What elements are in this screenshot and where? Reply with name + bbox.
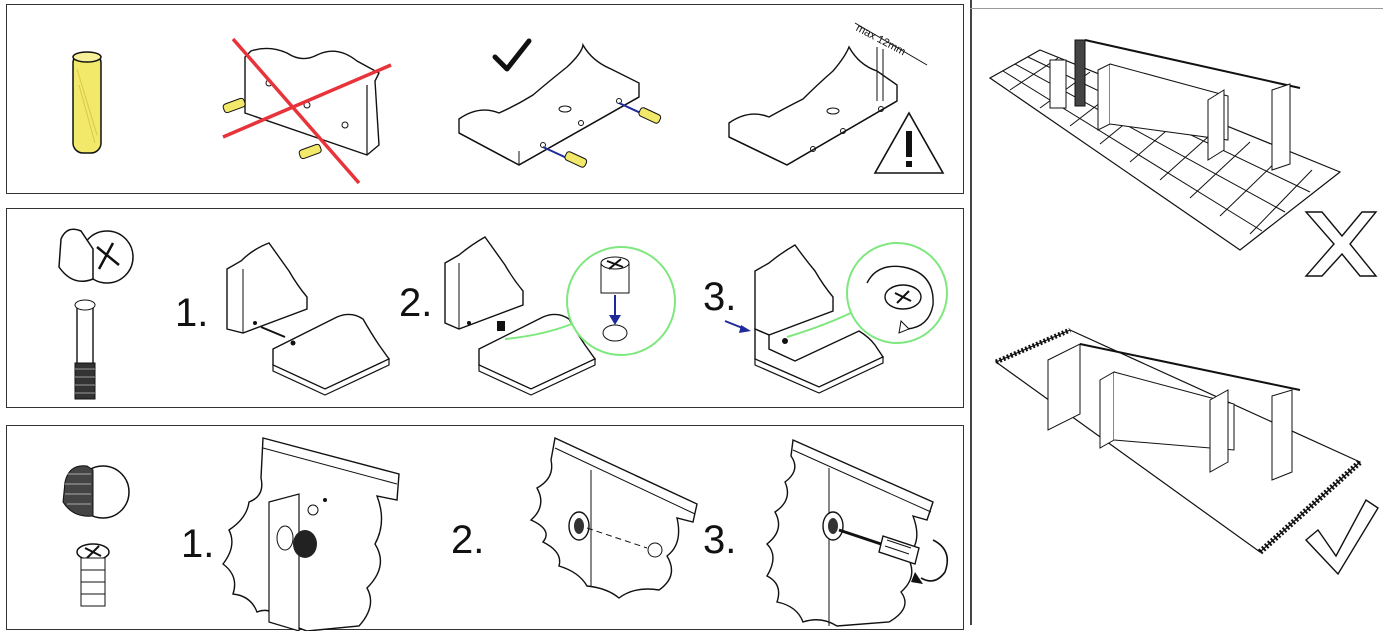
- grid-floor-surface: [988, 49, 1342, 251]
- step-2-assembly: [529, 436, 698, 599]
- step-2-zoom-detail: [566, 246, 676, 356]
- soft-blanket-surface: [994, 327, 1363, 555]
- step-1-boards: [226, 242, 391, 396]
- step-3-boards: [724, 244, 885, 394]
- column-divider: [970, 0, 972, 625]
- step-1-label: 1.: [175, 291, 209, 335]
- step-3-label: 3.: [703, 275, 737, 319]
- dowel-instructions-panel: max 12mm: [6, 4, 964, 194]
- x-mark-icon: [1304, 211, 1378, 277]
- cam-lock-panel-drawing: [58, 228, 948, 400]
- step-3-label: 3.: [703, 518, 737, 562]
- step-2-label: 2.: [399, 281, 433, 325]
- cabinet-frame-correct: [1047, 343, 1301, 481]
- dowel-panel-drawing: [72, 22, 945, 185]
- top-rule: [970, 8, 1383, 9]
- cabinet-frame-wrong: [1049, 39, 1301, 171]
- cam-screw-panel-drawing: [62, 436, 949, 631]
- step-2-label: 2.: [451, 518, 485, 562]
- max-depth-board: [728, 22, 928, 166]
- cam-lock-instructions-panel: 1. 2. 3.: [6, 208, 964, 408]
- cam-lock-housing-icon: [62, 465, 130, 519]
- cam-screw-icon: [76, 543, 110, 607]
- check-icon: [492, 38, 532, 72]
- warning-triangle-icon: [873, 111, 945, 174]
- cam-screw-instructions-panel: 1. 2. 3.: [6, 425, 964, 631]
- screwdriver-icon: [838, 528, 949, 584]
- wooden-dowel-icon: [72, 51, 102, 154]
- step-1-label: 1.: [181, 522, 215, 566]
- cam-lock-icon: [58, 228, 134, 284]
- wrong-dowel-placement: [222, 37, 392, 185]
- step-3-zoom-detail: [846, 242, 948, 344]
- step-1-assembly: [222, 437, 400, 631]
- correct-dowel-placement: [458, 42, 662, 168]
- cam-bolt-icon: [74, 299, 96, 400]
- check-icon-large: [1304, 498, 1379, 576]
